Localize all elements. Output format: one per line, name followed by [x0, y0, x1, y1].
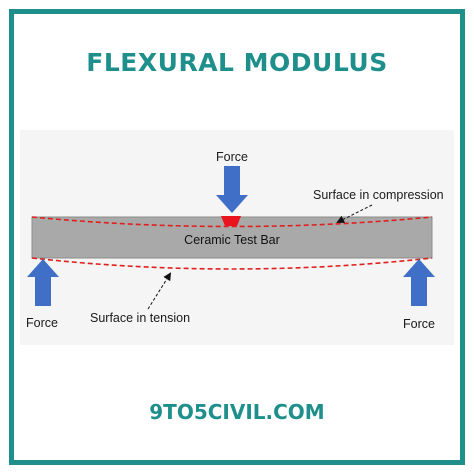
- load-contact-point: [221, 216, 241, 226]
- top-force-arrow-icon: [216, 166, 248, 213]
- top-force-label: Force: [216, 150, 248, 164]
- tension-label: Surface in tension: [90, 311, 190, 325]
- tension-surface-curve: [31, 257, 433, 270]
- compression-pointer: [336, 204, 373, 223]
- left-force-arrow-icon: [27, 259, 59, 306]
- left-force-label: Force: [26, 316, 58, 330]
- page-title: FLEXURAL MODULUS: [86, 48, 388, 77]
- right-force-label: Force: [403, 317, 435, 331]
- compression-label: Surface in compression: [313, 188, 444, 202]
- tension-pointer: [147, 272, 172, 310]
- website-url: 9TO5CIVIL.COM: [149, 400, 325, 424]
- bar-label: Ceramic Test Bar: [184, 233, 280, 247]
- compression-surface-curve: [31, 216, 433, 228]
- right-force-arrow-icon: [403, 259, 435, 306]
